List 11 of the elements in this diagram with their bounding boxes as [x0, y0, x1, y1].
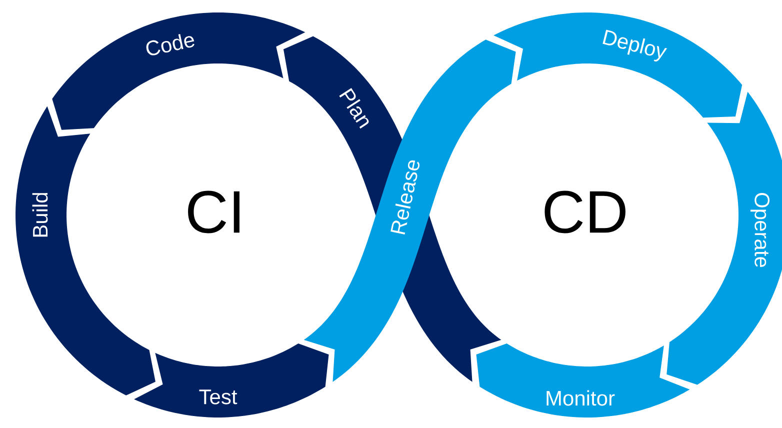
- arrow-segment: Monitor: [476, 343, 690, 418]
- node-label: Monitor: [546, 390, 615, 406]
- arrow-segment: Code: [52, 12, 306, 130]
- center-label: CI: [188, 190, 240, 234]
- arrow-segment: Test: [134, 343, 329, 418]
- node-label: Operate: [750, 193, 770, 267]
- node-label: Test: [199, 390, 238, 404]
- center-label: CD: [544, 190, 626, 234]
- arrow-segment: Deploy: [494, 12, 742, 118]
- arrow-segment: Operate: [666, 92, 782, 385]
- arrow-segment: Build: [16, 106, 156, 396]
